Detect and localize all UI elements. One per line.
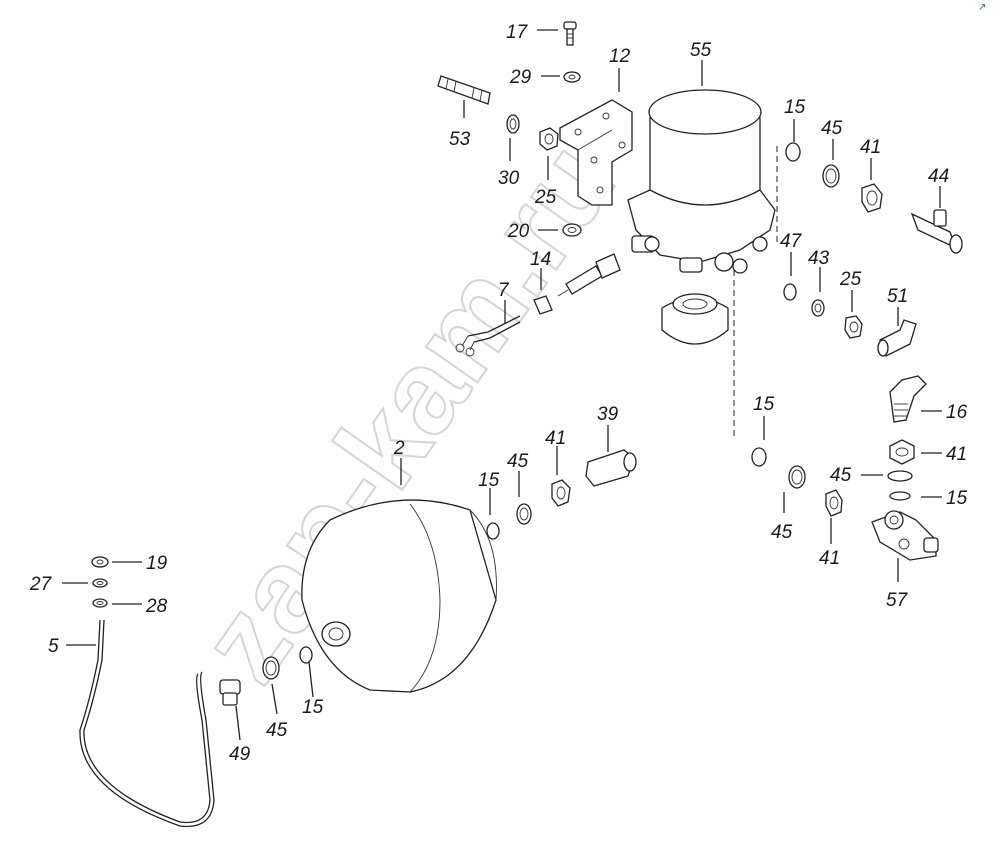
washer-28 [92, 598, 108, 608]
callout-15-right: 15 [946, 488, 968, 509]
callout-16: 16 [946, 402, 968, 423]
washer-30 [506, 114, 520, 134]
valve-57 [871, 510, 939, 561]
nut-41-mid [825, 489, 843, 517]
callout-41: 41 [860, 137, 881, 158]
fitting-39 [585, 449, 637, 487]
drain-cap [661, 293, 729, 345]
callout-7: 7 [498, 280, 510, 301]
callout-19: 19 [146, 553, 168, 574]
callout-15-mid: 15 [753, 394, 775, 415]
bracket-12 [559, 99, 633, 206]
callout-53: 53 [449, 129, 471, 150]
seal-45-top [822, 164, 840, 188]
washer-15-mid [751, 447, 767, 467]
callout-15-left: 15 [478, 470, 500, 491]
sensor-14 [533, 253, 621, 315]
tee-44 [910, 209, 963, 254]
seal-45-left [516, 503, 532, 525]
callout-12: 12 [609, 46, 631, 67]
callout-45: 45 [821, 118, 843, 139]
receiver-tank-2 [301, 499, 497, 693]
callout-57: 57 [886, 590, 909, 611]
leader-lines [62, 29, 942, 741]
elbow-51 [877, 319, 917, 357]
washer-15-left [486, 522, 500, 540]
callout-45-bottom: 45 [266, 720, 288, 741]
callout-15: 15 [784, 97, 806, 118]
callout-29: 29 [509, 67, 532, 88]
callout-labels: 17 29 12 55 53 30 25 15 45 41 44 20 47 4… [29, 22, 968, 765]
elbow-16 [889, 375, 927, 423]
callout-27: 27 [29, 574, 53, 595]
washer-43 [811, 299, 825, 317]
callout-45-mid: 45 [771, 522, 793, 543]
nut-20 [562, 223, 582, 237]
drain-rod-5 [79, 619, 215, 828]
callout-41-right: 41 [946, 444, 967, 465]
callout-15-bottom: 15 [302, 697, 324, 718]
washer-15-right [889, 491, 911, 501]
callout-30: 30 [498, 168, 520, 189]
nut-41-right [889, 439, 915, 465]
callout-55: 55 [690, 40, 712, 61]
wire-harness-7 [455, 315, 521, 357]
nut-41-left [551, 479, 571, 507]
nut-25 [539, 127, 559, 151]
washer-15-top [785, 142, 801, 162]
callout-51: 51 [887, 286, 908, 307]
plug-49 [219, 679, 241, 706]
washer-47 [783, 283, 797, 301]
callout-25: 25 [534, 187, 557, 208]
callout-41-left: 41 [545, 428, 566, 449]
callout-2: 2 [393, 438, 405, 459]
seal-45-right [887, 470, 913, 482]
washer-29 [563, 71, 581, 83]
nut-19 [91, 556, 109, 568]
nut-41-top [861, 183, 883, 213]
callout-28: 28 [145, 596, 168, 617]
callout-49: 49 [229, 744, 251, 765]
bolt-17 [563, 21, 577, 46]
callout-25-right: 25 [839, 269, 862, 290]
seal-45-mid [788, 465, 806, 489]
nut-25-right [844, 315, 863, 339]
callout-43: 43 [808, 248, 830, 269]
seal-45-bottom [262, 656, 280, 680]
callout-20: 20 [507, 221, 530, 242]
callout-45-right: 45 [830, 465, 852, 486]
callout-14: 14 [530, 249, 551, 270]
callout-17: 17 [506, 22, 529, 43]
callout-45-left: 45 [507, 451, 529, 472]
callout-39: 39 [597, 404, 619, 425]
stud-53 [437, 75, 491, 105]
callout-5: 5 [48, 636, 59, 657]
callout-41-mid: 41 [819, 548, 840, 569]
corner-mark: ↗ [978, 2, 986, 13]
washer-27 [92, 578, 108, 588]
callout-47: 47 [780, 231, 803, 252]
washer-15-bottom [299, 646, 313, 664]
callout-44: 44 [928, 166, 949, 187]
air-dryer-55 [627, 89, 776, 274]
